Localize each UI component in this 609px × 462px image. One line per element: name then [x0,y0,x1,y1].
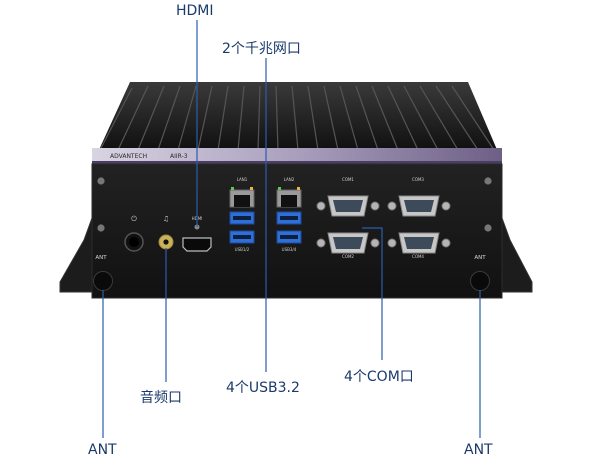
com-callout: 4个COM口 [344,369,414,385]
com3-port[interactable] [387,195,451,217]
usb34-label: USB3/4 [282,247,297,252]
usb-port-2[interactable] [229,230,255,244]
lan-callout: 2个千兆网口 [222,41,301,57]
brand-strip-model: AIIR-3 [170,153,188,160]
brand-strip-logo: ADVANTECH [110,153,147,160]
com4-port[interactable] [387,232,451,254]
lan2-port[interactable] [276,187,302,208]
com2-label: COM2 [342,254,354,259]
left-mount-bracket [59,217,93,293]
screw [484,177,492,185]
com2-port[interactable] [316,232,380,254]
leader-lines [102,20,481,438]
audio-callout: 音频口 [140,390,182,406]
power-symbol: ⏻ [131,215,137,223]
hdmi-callout: HDMI [176,3,214,19]
screw [97,177,105,185]
right-mount-bracket [501,217,533,293]
brand-strip: ADVANTECH AIIR-3 [92,148,502,164]
power-button[interactable] [124,232,144,252]
screw [97,224,105,232]
com3-label: COM3 [412,177,424,182]
usb-port-1[interactable] [229,211,255,225]
hdmi-port[interactable] [182,237,212,252]
lan2-label: LAN2 [284,177,295,182]
screw [484,224,492,232]
heatsink-fins [98,82,498,152]
ant-left-panel-label: ANT [95,255,107,261]
ant-right-panel-label: ANT [474,255,486,261]
ant-right-callout: ANT [464,442,493,458]
usb-port-3[interactable] [276,211,302,225]
ant-left-callout: ANT [88,442,117,458]
audio-jack[interactable] [158,234,174,250]
com1-port[interactable] [316,195,380,217]
audio-symbol: ♫ [163,215,169,223]
leader-com [362,227,383,360]
com1-label: COM1 [342,177,354,182]
com4-label: COM4 [412,254,424,259]
antenna-port-right: ANT [470,255,490,291]
usb12-label: USB1/2 [235,247,250,252]
usb-port-4[interactable] [276,230,302,244]
usb-callout: 4个USB3.2 [226,380,300,396]
lan1-label: LAN1 [237,177,248,182]
lan1-port[interactable] [229,187,255,208]
